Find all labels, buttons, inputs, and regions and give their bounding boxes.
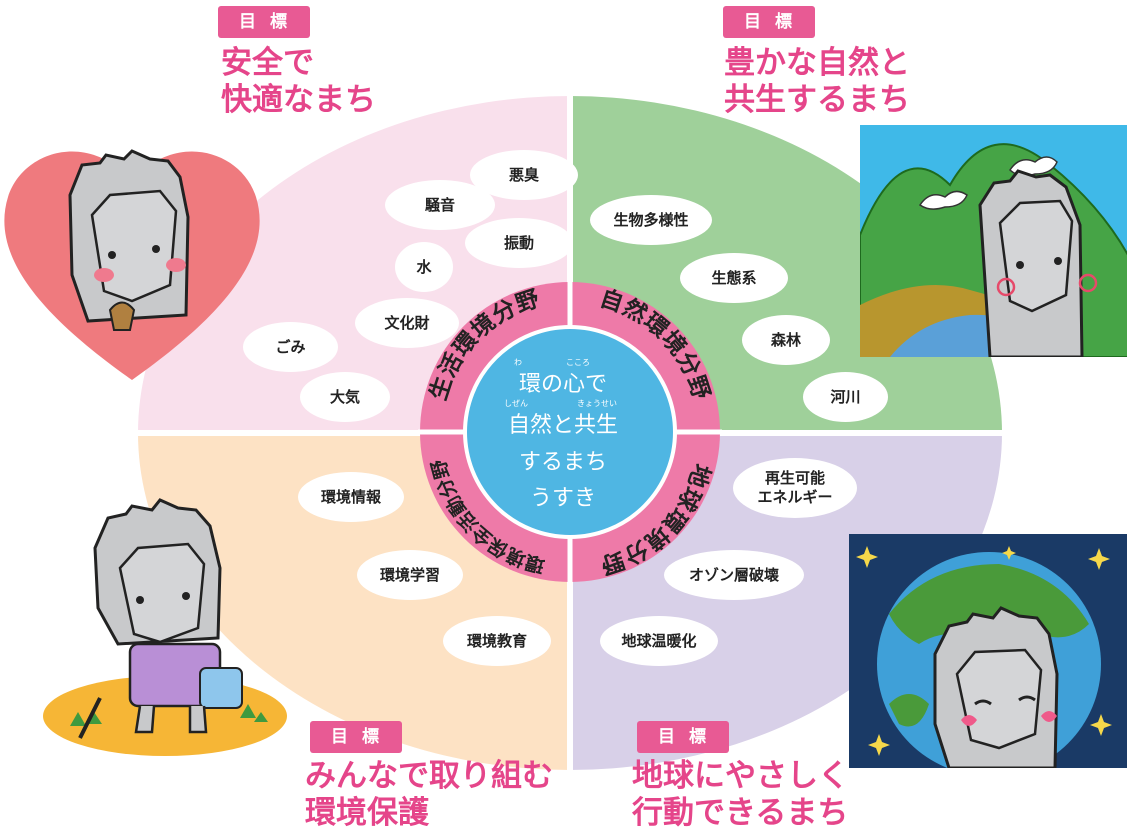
goal-bottom-left: みんなで取り組む 環境保護 xyxy=(305,758,553,832)
goal-top-left-line-2: 快適なまち xyxy=(221,82,376,118)
ruby-shizen: しぜん xyxy=(504,399,528,408)
item-env-info: 環境情報 xyxy=(298,472,404,522)
item-bunkazai: 文化財 xyxy=(355,298,459,348)
center-line-4: うすき xyxy=(529,486,596,511)
heart-mascot-illustration xyxy=(4,149,260,380)
goal-top-right-line-1: 豊かな自然と xyxy=(724,45,910,81)
item-renewable-line-1: 再生可能 xyxy=(764,469,825,487)
item-warming: 地球温暖化 xyxy=(600,616,718,666)
goal-badge-top-right: 目標 xyxy=(723,6,815,38)
item-taiki: 大気 xyxy=(300,372,390,422)
goal-bottom-left-line-1: みんなで取り組む xyxy=(305,758,553,794)
item-ecosystem: 生態系 xyxy=(680,253,788,303)
center-line-1: 環の心で xyxy=(518,372,607,397)
goal-bottom-right-line-1: 地球にやさしく xyxy=(632,758,849,794)
goal-top-right: 豊かな自然と 共生するまち xyxy=(724,45,910,119)
goal-bottom-right-line-2: 行動できるまち xyxy=(632,795,849,831)
item-env-education: 環境教育 xyxy=(443,616,551,666)
item-souon: 騒音 xyxy=(385,180,495,230)
center-line-3: するまち xyxy=(518,450,607,475)
item-renewable: 再生可能 エネルギー xyxy=(733,458,857,518)
item-env-learning: 環境学習 xyxy=(357,550,463,600)
item-biodiversity: 生物多様性 xyxy=(590,195,712,245)
goal-top-right-line-2: 共生するまち xyxy=(724,82,910,118)
goal-top-left: 安全で 快適なまち xyxy=(221,45,376,119)
center-line-2: 自然と共生 xyxy=(507,413,618,438)
item-shindou: 振動 xyxy=(465,218,573,268)
item-forest: 森林 xyxy=(742,315,830,365)
cleanup-mascot-illustration xyxy=(43,498,287,756)
goal-bottom-right: 地球にやさしく 行動できるまち xyxy=(632,758,849,832)
goal-bottom-left-line-2: 環境保護 xyxy=(305,795,429,831)
mascot-head xyxy=(68,149,190,331)
item-mizu: 水 xyxy=(395,242,453,292)
goal-badge-bottom-left: 目標 xyxy=(310,721,402,753)
item-renewable-line-2: エネルギー xyxy=(757,488,833,506)
item-ozone: オゾン層破壊 xyxy=(664,550,804,600)
center-circle xyxy=(463,325,677,539)
ruby-kokoro: こころ xyxy=(566,358,590,367)
goal-badge-top-left: 目標 xyxy=(218,6,310,38)
ruby-wa: わ xyxy=(514,358,522,367)
goal-top-left-line-1: 安全で xyxy=(221,45,314,81)
mountain-illustration xyxy=(860,125,1127,357)
ruby-kyousei: きょうせい xyxy=(577,399,617,408)
earth-illustration xyxy=(849,534,1127,768)
item-river: 河川 xyxy=(803,372,888,422)
goal-badge-bottom-right: 目標 xyxy=(637,721,729,753)
item-gomi: ごみ xyxy=(243,322,338,372)
item-akushu: 悪臭 xyxy=(470,150,578,200)
